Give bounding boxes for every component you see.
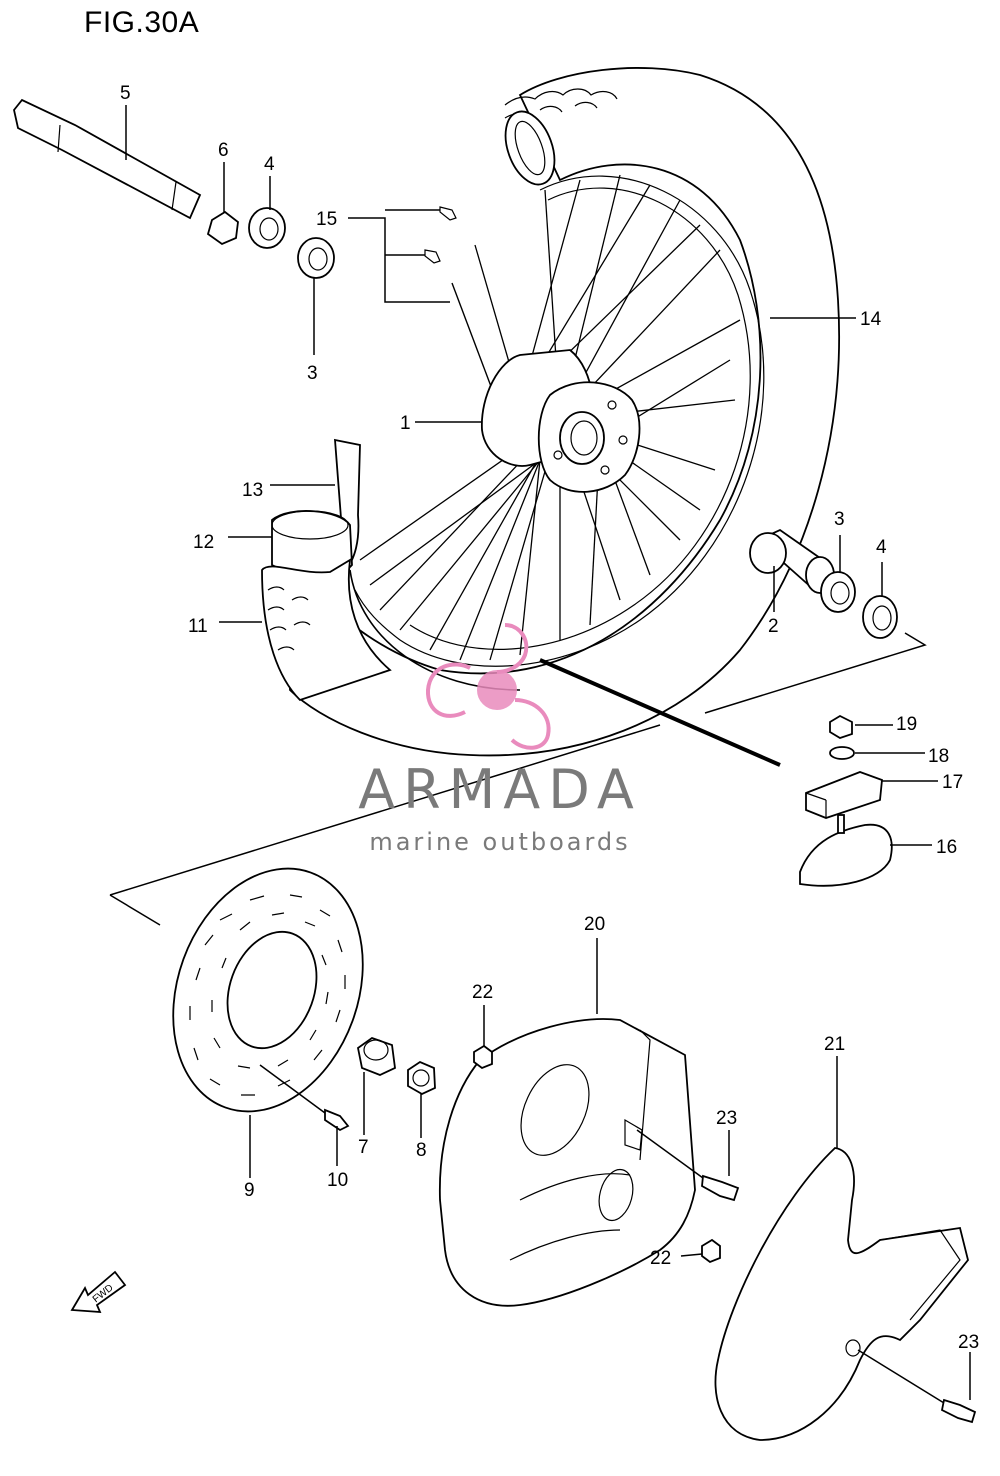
callout-4-right: 4 (876, 537, 887, 558)
rim-lock-washer (829, 746, 855, 760)
callout-7: 7 (358, 1137, 369, 1158)
brake-disc-bolt (324, 1108, 350, 1132)
callout-22-lower: 22 (650, 1248, 671, 1269)
cover-bolt-upper (701, 1174, 740, 1202)
disc-cover (438, 1018, 696, 1307)
front-axle (13, 98, 202, 220)
callout-labels: 5 6 4 3 15 1 14 13 12 11 3 4 2 19 18 17 … (120, 83, 979, 1353)
callout-16: 16 (936, 837, 957, 858)
watermark-logo-icon (425, 623, 551, 750)
callout-15: 15 (316, 209, 337, 230)
rim-strip-and-tube-section (261, 438, 392, 702)
disc-cover-mount (714, 1147, 969, 1441)
tire-tread-top (504, 88, 618, 186)
callout-13: 13 (242, 480, 263, 501)
callout-23-lower: 23 (958, 1332, 979, 1353)
cover-collar-lower (701, 1238, 721, 1264)
figure-title: FIG.30A (84, 6, 200, 39)
bearing-right (820, 571, 856, 613)
bearing-top (297, 237, 335, 279)
callout-4-top: 4 (264, 154, 275, 175)
section-lines (109, 632, 927, 926)
callout-12: 12 (193, 532, 214, 553)
rim-lock-nut (829, 714, 853, 739)
callout-10: 10 (327, 1170, 348, 1191)
watermark-tagline: marine outboards (369, 828, 631, 856)
callout-20: 20 (584, 914, 605, 935)
fwd-arrow: FWD (70, 1270, 127, 1314)
cover-collar-upper (473, 1044, 493, 1070)
callout-11: 11 (188, 616, 208, 637)
callout-8: 8 (416, 1140, 427, 1161)
brake-disc (172, 867, 364, 1113)
cover-bolt-lower (940, 1398, 977, 1424)
callout-21: 21 (824, 1034, 845, 1055)
oil-seal-right (862, 595, 898, 639)
rim-lock-block (805, 771, 883, 819)
watermark-brand: ARMADA (358, 758, 642, 821)
callout-19: 19 (896, 714, 917, 735)
callout-6: 6 (218, 140, 229, 161)
callout-17: 17 (942, 772, 963, 793)
callout-3-right: 3 (834, 509, 845, 530)
callout-23-upper: 23 (716, 1108, 737, 1129)
hub-collar (357, 1036, 396, 1076)
axle-collar (206, 210, 239, 246)
callout-5: 5 (120, 83, 131, 104)
callout-2: 2 (768, 616, 779, 637)
callout-9: 9 (244, 1180, 255, 1201)
wheel-hub (481, 349, 641, 493)
callout-3-top: 3 (307, 363, 318, 384)
oil-seal-top (248, 207, 286, 249)
callout-22-upper: 22 (472, 982, 493, 1003)
spoke-nipples (424, 206, 457, 264)
callout-1: 1 (400, 413, 411, 434)
rim-lock (799, 814, 893, 887)
flange-collar (407, 1060, 436, 1096)
callout-14: 14 (860, 309, 882, 330)
callout-18: 18 (928, 746, 949, 767)
leader-lines (125, 105, 971, 1404)
